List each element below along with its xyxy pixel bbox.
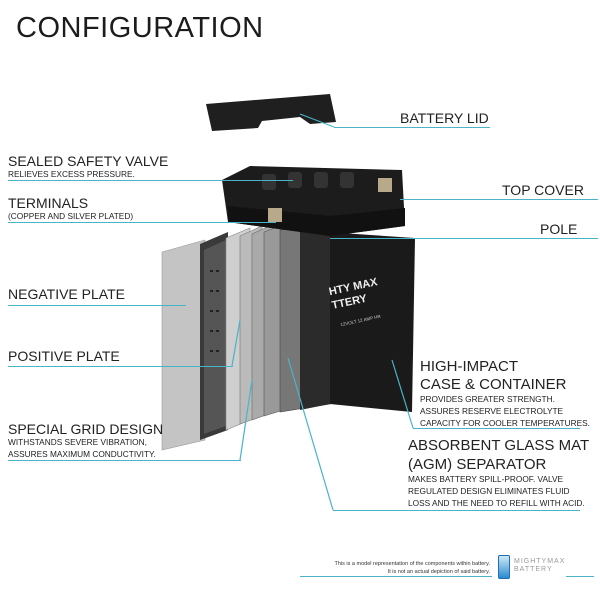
leader-line <box>8 180 293 182</box>
label-negative-plate: NEGATIVE PLATE <box>8 286 125 302</box>
leader-line <box>330 238 598 240</box>
logo-line-1: MIGHTYMAX <box>514 558 566 565</box>
label-safety-valve: SEALED SAFETY VALVE <box>8 153 169 169</box>
leader-line <box>8 366 233 368</box>
label-agm-2: (AGM) SEPARATOR <box>408 456 547 473</box>
label-battery-lid: BATTERY LID <box>400 110 489 126</box>
label-grid: SPECIAL GRID DESIGN <box>8 421 164 437</box>
battery-lid-illustration <box>206 94 336 131</box>
logo-line-2: BATTERY <box>514 566 553 573</box>
battery-case <box>300 228 415 412</box>
leader-line <box>8 305 186 307</box>
battery-logo-icon <box>498 555 510 579</box>
label-agm-1: ABSORBENT GLASS MAT <box>408 437 590 454</box>
desc-grid-1: WITHSTANDS SEVERE VIBRATION, <box>8 437 147 447</box>
leader-line <box>400 199 598 201</box>
footer-line <box>300 576 492 578</box>
terminal-positive <box>378 178 392 192</box>
leader-line <box>413 428 580 430</box>
top-cover-illustration <box>222 166 405 236</box>
desc-case-3: CAPACITY FOR COOLER TEMPERATURES. <box>420 418 590 428</box>
desc-safety-valve: RELIEVES EXCESS PRESSURE. <box>8 169 135 179</box>
footer-line <box>566 576 594 578</box>
label-case-1: HIGH-IMPACT <box>420 358 519 375</box>
disclaimer: This is a model representation of the co… <box>334 560 490 576</box>
desc-case-1: PROVIDES GREATER STRENGTH. <box>420 394 555 404</box>
label-case-2: CASE & CONTAINER <box>420 376 567 393</box>
desc-agm-2: REGULATED DESIGN ELIMINATES FLUID <box>408 486 570 496</box>
leader-line <box>8 460 241 462</box>
label-pole: POLE <box>540 221 578 237</box>
page-title: CONFIGURATION <box>16 12 264 44</box>
positive-plate-illustration <box>200 232 228 440</box>
desc-grid-2: ASSURES MAXIMUM CONDUCTIVITY. <box>8 449 156 459</box>
negative-plate-illustration <box>161 239 206 451</box>
desc-case-2: ASSURES RESERVE ELECTROLYTE <box>420 406 564 416</box>
desc-terminals: (COPPER AND SILVER PLATED) <box>8 211 134 221</box>
label-positive-plate: POSITIVE PLATE <box>8 348 120 364</box>
brand-logo: MIGHTYMAX BATTERY <box>514 558 565 574</box>
label-terminals: TERMINALS <box>8 195 89 211</box>
disclaimer-line-1: This is a model representation of the co… <box>334 561 490 567</box>
label-top-cover: TOP COVER <box>502 182 584 198</box>
desc-agm-1: MAKES BATTERY SPILL-PROOF. VALVE <box>408 474 564 484</box>
desc-agm-3: LOSS AND THE NEED TO REFILL WITH ACID. <box>408 498 585 508</box>
leader-line <box>333 510 580 512</box>
leader-line <box>334 127 490 129</box>
disclaimer-line-2: It is not an actual depiction of said ba… <box>387 569 490 575</box>
leader-line <box>8 222 276 224</box>
terminal-negative <box>268 208 282 222</box>
